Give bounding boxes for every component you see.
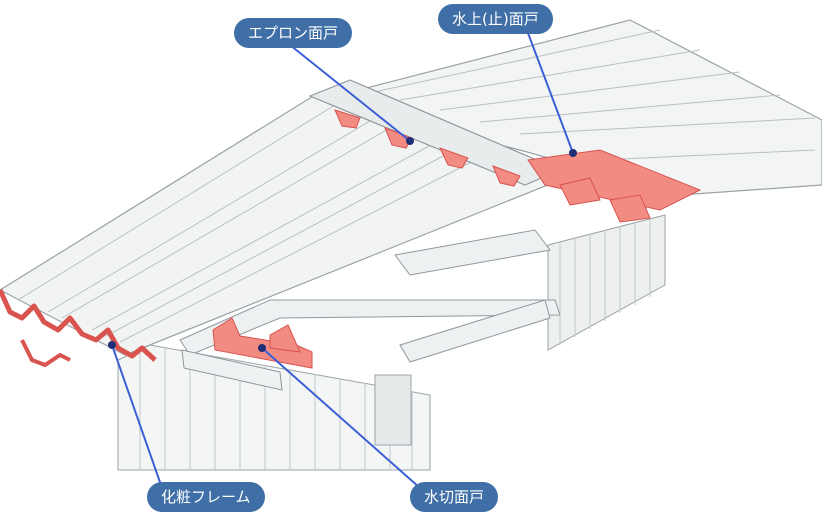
apron-seal-label: エプロン面戸: [234, 18, 353, 48]
right-wall: [374, 214, 666, 446]
opening-frame: [179, 229, 561, 391]
water-top-seals: [527, 149, 702, 223]
water-top-seal-label: 水上(止)面戸: [438, 4, 553, 34]
upper-right-roof: [319, 19, 822, 196]
leader-lines: [111, 24, 574, 489]
leader-dots: [108, 137, 577, 352]
fascia-frame-label: 化粧フレーム: [147, 482, 265, 512]
water-cut-seals: [212, 317, 313, 369]
apron-seals: [334, 109, 521, 187]
water-cut-seal-label: 水切面戸: [410, 482, 499, 512]
